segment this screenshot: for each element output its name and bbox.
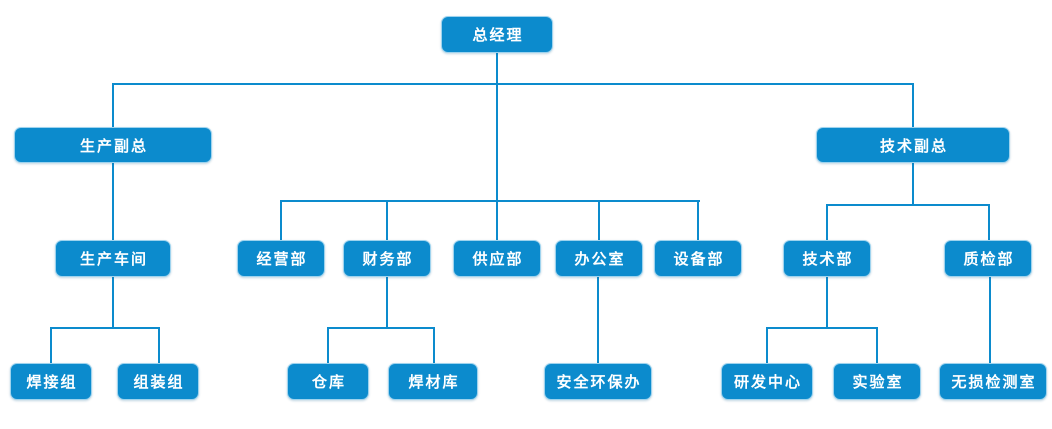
connector-business-drop — [280, 200, 282, 240]
node-general-manager: 总经理 — [441, 16, 553, 53]
connector-lab-drop — [876, 327, 878, 363]
connector-quality-dept-drop — [988, 204, 990, 240]
connector-finance-down — [386, 277, 388, 327]
connector-production-vp-drop — [112, 83, 114, 127]
node-safety-env-office: 安全环保办 — [544, 363, 652, 400]
node-finance-dept: 财务部 — [343, 240, 431, 277]
connector-rnd-drop — [766, 327, 768, 363]
node-technical-dept: 技术部 — [783, 240, 871, 277]
node-technical-vp: 技术副总 — [816, 127, 1010, 163]
connector-equipment-drop — [697, 200, 699, 240]
connector-office-down — [597, 277, 599, 363]
connector-welding-drop — [50, 327, 52, 363]
connector-technical-horizontal — [766, 327, 878, 329]
connector-quality-down — [989, 277, 991, 363]
connector-level1-horizontal — [112, 83, 914, 85]
connector-center-vertical — [496, 83, 498, 240]
node-quality-dept: 质检部 — [944, 240, 1032, 277]
connector-finance-horizontal — [327, 327, 435, 329]
connector-assembly-drop — [158, 327, 160, 363]
connector-office-drop — [598, 200, 600, 240]
connector-technical-dept-drop — [826, 204, 828, 240]
node-rnd-center: 研发中心 — [721, 363, 813, 400]
node-production-vp: 生产副总 — [14, 127, 212, 163]
node-laboratory: 实验室 — [833, 363, 921, 400]
node-welding-material-warehouse: 焊材库 — [388, 363, 478, 400]
connector-workshop-down — [112, 277, 114, 327]
connector-technical-vp-drop — [912, 83, 914, 127]
node-ndt-room: 无损检测室 — [939, 363, 1047, 400]
connector-technical-dept-down — [826, 277, 828, 327]
node-warehouse: 仓库 — [287, 363, 369, 400]
node-business-dept: 经营部 — [237, 240, 325, 277]
node-welding-group: 焊接组 — [10, 363, 92, 400]
node-equipment-dept: 设备部 — [654, 240, 742, 277]
node-assembly-group: 组装组 — [117, 363, 199, 400]
connector-finance-drop — [386, 200, 388, 240]
node-production-workshop: 生产车间 — [55, 240, 171, 277]
connector-technical-vp-down — [912, 163, 914, 205]
connector-welding-material-drop — [433, 327, 435, 363]
connector-workshop-horizontal — [50, 327, 160, 329]
node-supply-dept: 供应部 — [453, 240, 541, 277]
connector-right-horizontal — [826, 204, 990, 206]
connector-production-vp-down — [112, 163, 114, 240]
connector-warehouse-drop — [327, 327, 329, 363]
connector-mid-horizontal — [280, 200, 700, 202]
connector-gm-down — [496, 53, 498, 83]
node-office: 办公室 — [555, 240, 643, 277]
